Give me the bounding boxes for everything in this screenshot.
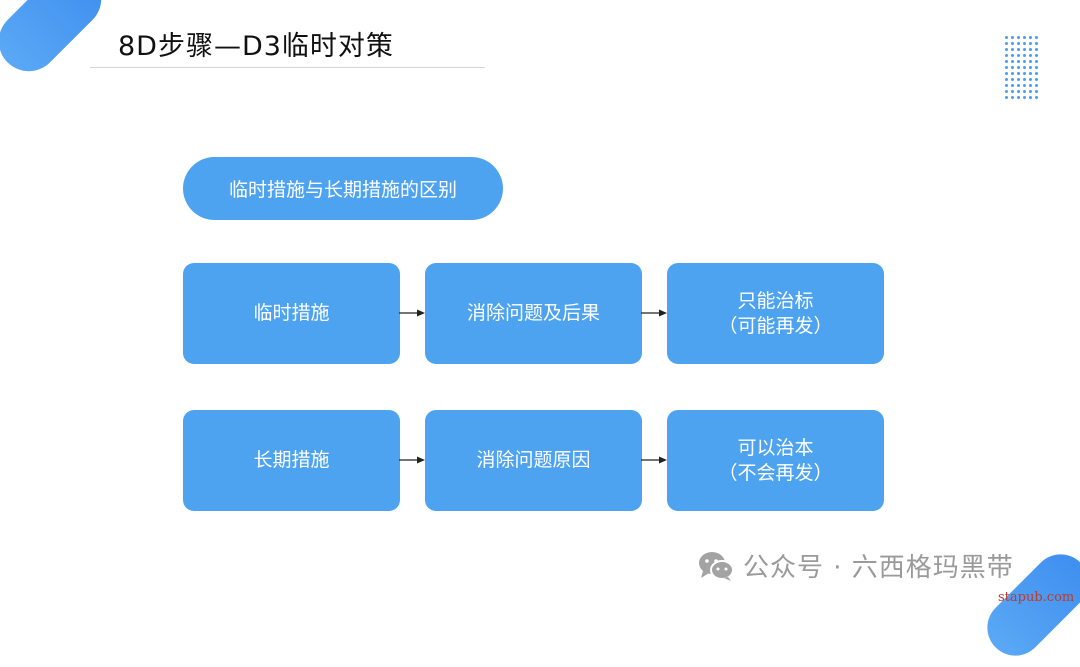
- dot: [1023, 72, 1026, 75]
- header-pill: 临时措施与长期措施的区别: [183, 157, 503, 220]
- dot: [1005, 78, 1008, 81]
- dot: [1005, 54, 1008, 57]
- dot: [1035, 48, 1038, 51]
- dot: [1029, 66, 1032, 69]
- flow-box-eliminate-consequences: 消除问题及后果: [425, 263, 642, 364]
- dot: [1029, 36, 1032, 39]
- arrow-right-icon: [641, 456, 667, 464]
- dot: [1011, 54, 1014, 57]
- dot: [1005, 90, 1008, 93]
- dot: [1017, 96, 1020, 99]
- dot: [1023, 78, 1026, 81]
- dot: [1017, 78, 1020, 81]
- dot: [1035, 36, 1038, 39]
- corner-decoration-top-left: [0, 0, 114, 84]
- dot: [1023, 36, 1026, 39]
- dot: [1005, 66, 1008, 69]
- flow-box-line: 长期措施: [253, 449, 330, 471]
- dot: [1011, 72, 1014, 75]
- dot: [1035, 90, 1038, 93]
- dot: [1023, 66, 1026, 69]
- dot: [1029, 78, 1032, 81]
- dot: [1011, 90, 1014, 93]
- flow-box-root-fix: 可以治本 （不会再发）: [667, 410, 884, 511]
- dot: [1029, 54, 1032, 57]
- arrow-right-icon: [399, 456, 425, 464]
- dot: [1035, 60, 1038, 63]
- dot: [1005, 42, 1008, 45]
- dot: [1029, 90, 1032, 93]
- dot: [1011, 36, 1014, 39]
- dot: [1023, 60, 1026, 63]
- slide-title: 8D步骤—D3临时对策: [118, 31, 394, 62]
- dot: [1023, 48, 1026, 51]
- dot: [1011, 78, 1014, 81]
- dot: [1017, 90, 1020, 93]
- flow-box-temporary-measures: 临时措施: [183, 263, 400, 364]
- dot: [1029, 60, 1032, 63]
- watermark-text: 公众号 · 六西格玛黑带: [743, 553, 1014, 583]
- dot: [1017, 60, 1020, 63]
- dot: [1011, 42, 1014, 45]
- dot: [1011, 60, 1014, 63]
- dot: [1029, 48, 1032, 51]
- dot: [1005, 84, 1008, 87]
- dot: [1029, 96, 1032, 99]
- dot: [1005, 60, 1008, 63]
- flow-box-line: 消除问题及后果: [466, 302, 600, 324]
- dot: [1011, 48, 1014, 51]
- flow-box-long-term-measures: 长期措施: [183, 410, 400, 511]
- flow-box-line: 临时措施: [253, 302, 330, 324]
- dot: [1035, 72, 1038, 75]
- dot: [1017, 42, 1020, 45]
- dot: [1023, 96, 1026, 99]
- dot: [1035, 54, 1038, 57]
- dot: [1035, 42, 1038, 45]
- flow-box-line: 可以治本: [737, 436, 814, 459]
- watermark: 公众号 · 六西格玛黑带: [697, 547, 1014, 584]
- dot: [1017, 66, 1020, 69]
- dot: [1011, 84, 1014, 87]
- dot: [1035, 66, 1038, 69]
- dot: [1017, 54, 1020, 57]
- dot: [1023, 42, 1026, 45]
- dot-grid-decoration: [1005, 36, 1041, 106]
- dot: [1017, 72, 1020, 75]
- dot: [1023, 54, 1026, 57]
- flow-box-line: （可能再发）: [718, 314, 833, 337]
- flow-box-line: （不会再发）: [718, 461, 833, 484]
- dot: [1017, 36, 1020, 39]
- dot: [1029, 84, 1032, 87]
- dot: [1035, 96, 1038, 99]
- dot: [1005, 36, 1008, 39]
- dot: [1005, 48, 1008, 51]
- site-mark: stapub.com: [998, 590, 1075, 605]
- dot: [1023, 90, 1026, 93]
- dot: [1005, 72, 1008, 75]
- flow-box-line: 消除问题原因: [476, 449, 591, 471]
- dot: [1029, 72, 1032, 75]
- dot: [1035, 78, 1038, 81]
- dot: [1011, 66, 1014, 69]
- flow-box-symptom-only: 只能治标 （可能再发）: [667, 263, 884, 364]
- header-pill-label: 临时措施与长期措施的区别: [228, 179, 457, 201]
- dot: [1029, 42, 1032, 45]
- dot: [1017, 48, 1020, 51]
- dot: [1035, 84, 1038, 87]
- title-underline: [90, 67, 485, 68]
- dot: [1011, 96, 1014, 99]
- arrow-right-icon: [399, 309, 425, 317]
- wechat-icon: [699, 551, 734, 581]
- dot: [1017, 84, 1020, 87]
- arrow-right-icon: [641, 309, 667, 317]
- dot: [1023, 84, 1026, 87]
- flow-box-line: 只能治标: [737, 289, 814, 312]
- dot: [1005, 96, 1008, 99]
- flow-box-eliminate-root-cause: 消除问题原因: [425, 410, 642, 511]
